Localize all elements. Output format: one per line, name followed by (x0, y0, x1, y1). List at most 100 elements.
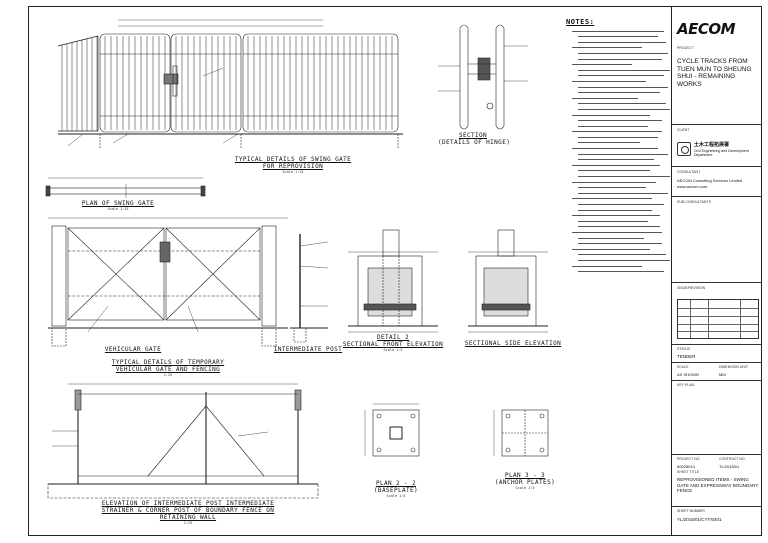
sub-consultants-label: Sub-Consultants (677, 200, 711, 204)
note-text-line (572, 198, 652, 200)
note-text-line (572, 265, 642, 267)
sheet-title: REPROVISIONED ITEMS - SWING GATE AND EXP… (677, 477, 759, 493)
boundary-fence-title: Elevation of Intermediate Post Intermedi… (101, 500, 275, 525)
note-text-line (572, 114, 650, 116)
note-text-line (578, 209, 652, 211)
note-text-line (578, 41, 666, 43)
plan-3-3-title: Plan 3 - 3 (Anchor Plates) Scale 1:5 (494, 472, 556, 490)
dimension-value: MM (719, 372, 726, 377)
note-text-line (578, 103, 666, 105)
plan-2-2-title: Plan 2 - 2 (Baseplate) Scale 1:5 (373, 480, 419, 498)
sheet-number: YL/2015/01/CYT/0401 (677, 517, 722, 522)
general-notes: NOTES: (566, 18, 670, 273)
note-text-line (578, 120, 662, 122)
divider (672, 282, 762, 283)
status-label: Status (677, 347, 691, 351)
note-text-line (578, 254, 666, 256)
contract-no-label: Contract No. (719, 457, 746, 461)
intermediate-post-detail (290, 234, 329, 343)
note-text-line (578, 170, 650, 172)
issue-label: Issue/Revision (677, 286, 706, 290)
vehicular-gate (48, 217, 288, 347)
key-plan-label: Key Plan (677, 383, 695, 387)
title-block: AECOM Project CYCLE TRACKS FROM TUEN MUN… (672, 6, 762, 536)
swing-gate-title: Typical Details of Swing Gate for Reprov… (234, 156, 352, 174)
note-text-line (578, 159, 654, 161)
divider (672, 344, 762, 345)
divider (672, 166, 762, 167)
consultant-label: Consultant (677, 170, 701, 174)
vehicular-gate-title: Vehicular Gate (104, 346, 162, 353)
note-text-line (572, 181, 656, 183)
divider (672, 124, 762, 125)
note-text-line (578, 243, 662, 245)
consultant-web: www.aecom.com (677, 184, 708, 189)
note-text-line (578, 271, 664, 273)
consultant-name: AECOM Consulting Services Limited (677, 178, 743, 183)
note-text-line (572, 164, 660, 166)
swing-gate-elevation (57, 19, 403, 148)
note-text-line (572, 64, 632, 66)
plan-swing-gate-title: Plan of Swing Gate Scale 1:15 (81, 200, 155, 211)
note-text-line (578, 237, 644, 239)
divider (672, 380, 762, 381)
note-text-line (578, 75, 664, 77)
sheet-border (28, 6, 762, 536)
divider (672, 362, 762, 363)
hinge-section (438, 24, 528, 130)
detail-2-title: Detail 2 Sectional Front Elevation Scale… (342, 334, 444, 352)
project-no-label: Project No. (677, 457, 701, 461)
plan-3-3-anchor-plates (493, 409, 549, 457)
contract-no-value: TL/2015/01 (719, 464, 740, 469)
note-text-line (578, 220, 648, 222)
client-name-cn: 土木工程拓展署 (694, 142, 730, 148)
note-text-line (578, 142, 640, 144)
note-text-line (578, 187, 646, 189)
note-text-line (578, 259, 670, 261)
note-text-line (578, 153, 668, 155)
dimension-label: Dimension Unit (719, 365, 748, 369)
note-text-line (572, 131, 662, 133)
note-text-line (578, 176, 670, 178)
note-text-line (572, 30, 664, 32)
client-label: Client (677, 128, 690, 132)
plan-of-swing-gate (45, 177, 206, 198)
note-text-line (572, 231, 662, 233)
revision-table (677, 299, 759, 339)
notes-text-lines (566, 30, 670, 273)
note-text-line (578, 136, 658, 138)
project-no-value: 60028014 (677, 464, 695, 469)
drawing-area: Typical Details of Swing Gate for Reprov… (28, 6, 671, 536)
title-block-divider (671, 6, 672, 536)
boundary-fence-elevation (47, 383, 319, 499)
divider (672, 454, 762, 455)
hinge-section-title: Section (Details of Hinge) (438, 132, 511, 146)
note-text-line (578, 226, 660, 228)
note-text-line (578, 58, 662, 60)
status-value: TENDER (677, 354, 696, 359)
note-text-line (572, 47, 642, 49)
note-text-line (572, 80, 646, 82)
note-text-line (578, 125, 648, 127)
sheet-title-label: Sheet Title (677, 470, 700, 474)
sectional-side-elevation (468, 229, 548, 333)
technical-drawing-svg (45, 19, 549, 499)
note-text-line (578, 86, 668, 88)
cedd-logo-icon (677, 142, 691, 156)
side-elevation-title: Sectional Side Elevation (464, 340, 562, 347)
note-text-line (578, 69, 670, 71)
divider (672, 506, 762, 507)
note-text-line (578, 36, 658, 38)
plan-2-2-baseplate (364, 403, 420, 457)
notes-title: NOTES: (566, 18, 595, 26)
project-name: CYCLE TRACKS FROM TUEN MUN TO SHEUNG SHU… (677, 58, 752, 88)
client-name-en: Civil Engineering and Development Depart… (694, 149, 749, 157)
detail-2-front-elevation (348, 229, 438, 333)
project-label: Project (677, 46, 694, 50)
sheet-number-label: Sheet Number (677, 509, 705, 513)
intermediate-post-title: Intermediate Post (273, 346, 343, 353)
company-logo: AECOM (677, 20, 736, 38)
divider (672, 196, 762, 197)
scale-value: AS SHOWN (677, 372, 699, 377)
